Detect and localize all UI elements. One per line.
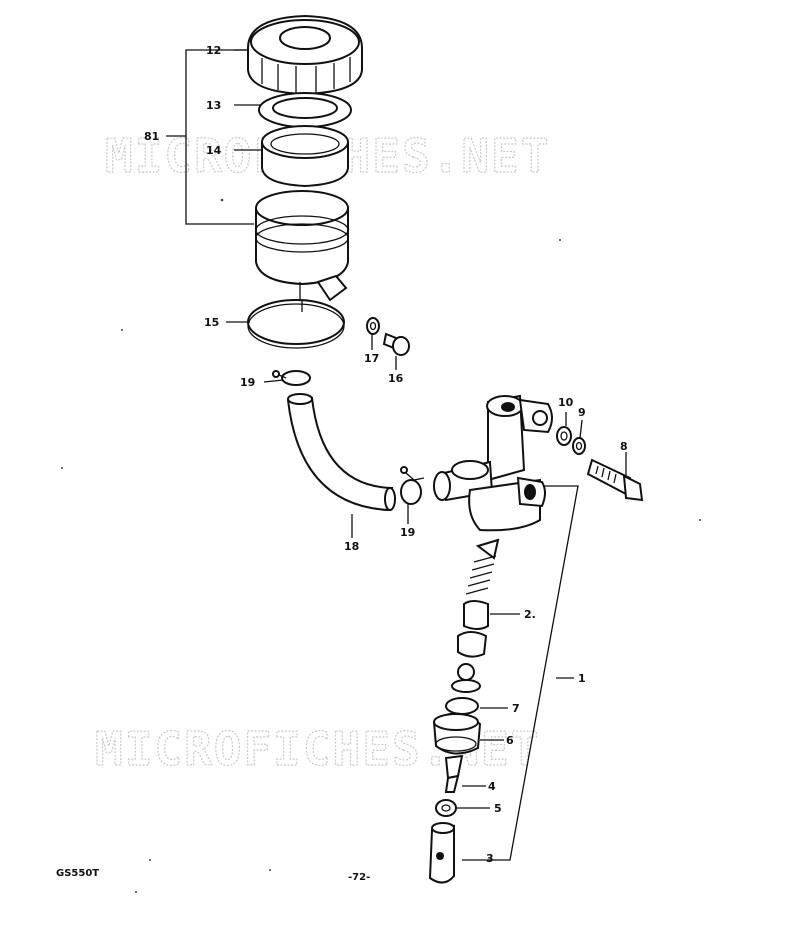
reservoir-cap-part (247, 14, 363, 96)
diaphragm-part (261, 125, 349, 188)
push-rod-part (444, 754, 464, 793)
leader-lines (166, 49, 627, 861)
callout-19-upper: 19 (240, 376, 255, 389)
lock-nut-part (435, 799, 457, 817)
scan-specks (61, 198, 701, 893)
callout-81: 81 (144, 130, 159, 143)
circlip-part (445, 663, 481, 715)
callout-15: 15 (204, 316, 219, 329)
reservoir-bolt-part (382, 332, 410, 356)
callout-18: 18 (344, 540, 359, 553)
callout-19-lower: 19 (400, 526, 415, 539)
callout-16: 16 (388, 372, 404, 385)
washer-9-part (572, 437, 586, 455)
callout-13: 13 (206, 99, 221, 112)
page-number: -72- (348, 872, 370, 883)
hose-clamp-upper-part (272, 370, 311, 386)
callout-3: 3 (486, 852, 494, 865)
callout-4: 4 (488, 780, 496, 793)
hose-part (286, 393, 396, 512)
piston-spring-part (457, 538, 500, 658)
callout-12: 12 (206, 44, 221, 57)
callout-6: 6 (506, 734, 514, 747)
band-part (247, 299, 345, 349)
mounting-bolt-part (586, 458, 644, 502)
boot-part (432, 712, 482, 755)
callout-17: 17 (364, 352, 379, 365)
reservoir-plate-part (258, 92, 352, 128)
callout-8: 8 (620, 440, 628, 453)
master-cylinder-body-part (433, 394, 553, 532)
reservoir-body-part (255, 190, 349, 312)
washer-10-part (556, 426, 572, 446)
callout-7: 7 (512, 702, 520, 715)
callout-10: 10 (558, 396, 574, 409)
callout-2: 2. (524, 608, 536, 621)
callout-9: 9 (578, 406, 586, 419)
callout-5: 5 (494, 802, 502, 815)
reservoir-washer-part (366, 317, 380, 335)
callout-14: 14 (206, 144, 222, 157)
hose-clamp-lower-part (400, 466, 425, 505)
model-code: GS550T (56, 868, 99, 879)
callout-1: 1 (578, 672, 586, 685)
clevis-part (428, 822, 455, 884)
